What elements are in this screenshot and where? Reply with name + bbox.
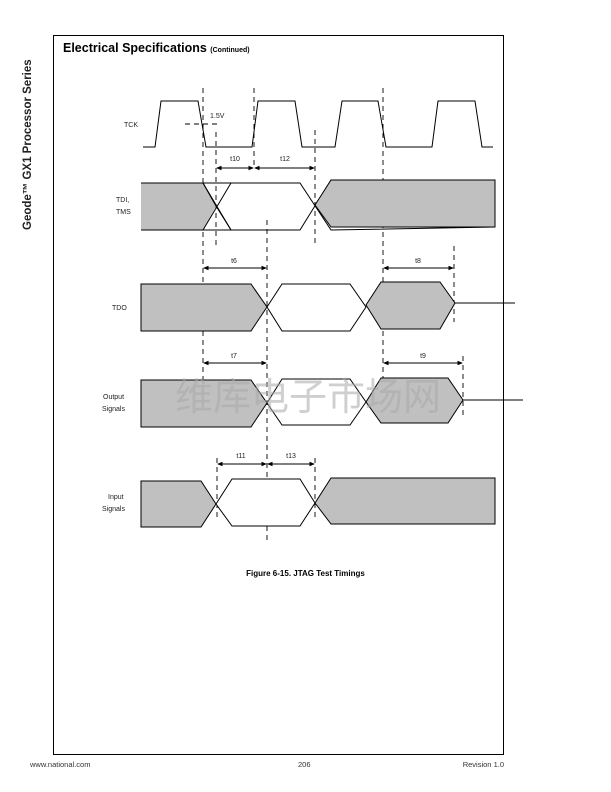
tck-label: TCK: [124, 122, 138, 129]
footer-revision: Revision 1.0: [462, 760, 504, 769]
tdi-label: TDI,: [116, 197, 129, 204]
tdo-label: TDO: [112, 305, 127, 312]
input-signals-waveform: [140, 477, 496, 528]
t7-label: t7: [231, 353, 237, 360]
output-label-2: Signals: [102, 406, 125, 413]
footer-page-number: 206: [298, 760, 311, 769]
tdi-tms-waveform: [141, 179, 496, 231]
timing-arrows: [203, 165, 463, 467]
t6-label: t6: [231, 258, 237, 265]
t9-label: t9: [420, 353, 426, 360]
section-title: Electrical Specifications (Continued): [63, 41, 250, 55]
tdo-waveform: [140, 281, 515, 332]
reference-lines: [185, 88, 464, 542]
tms-label: TMS: [116, 209, 131, 216]
continued-label: (Continued): [210, 47, 250, 54]
page-frame: [53, 35, 504, 755]
input-label-1: Input: [108, 494, 124, 501]
t10-label: t10: [230, 156, 240, 163]
footer-website: www.national.com: [30, 760, 91, 769]
tck-waveform: [143, 100, 493, 148]
threshold-label: 1.5V: [210, 113, 225, 120]
output-signals-waveform: [140, 377, 523, 428]
t12-label: t12: [280, 156, 290, 163]
figure-caption: Figure 6-15. JTAG Test Timings: [246, 569, 365, 578]
t11-label: t11: [236, 453, 245, 460]
t13-label: t13: [286, 453, 296, 460]
output-label-1: Output: [103, 394, 124, 401]
input-label-2: Signals: [102, 506, 125, 513]
section-title-text: Electrical Specifications: [63, 41, 207, 55]
watermark: 维库电子市场网: [175, 375, 441, 419]
t8-label: t8: [415, 258, 421, 265]
